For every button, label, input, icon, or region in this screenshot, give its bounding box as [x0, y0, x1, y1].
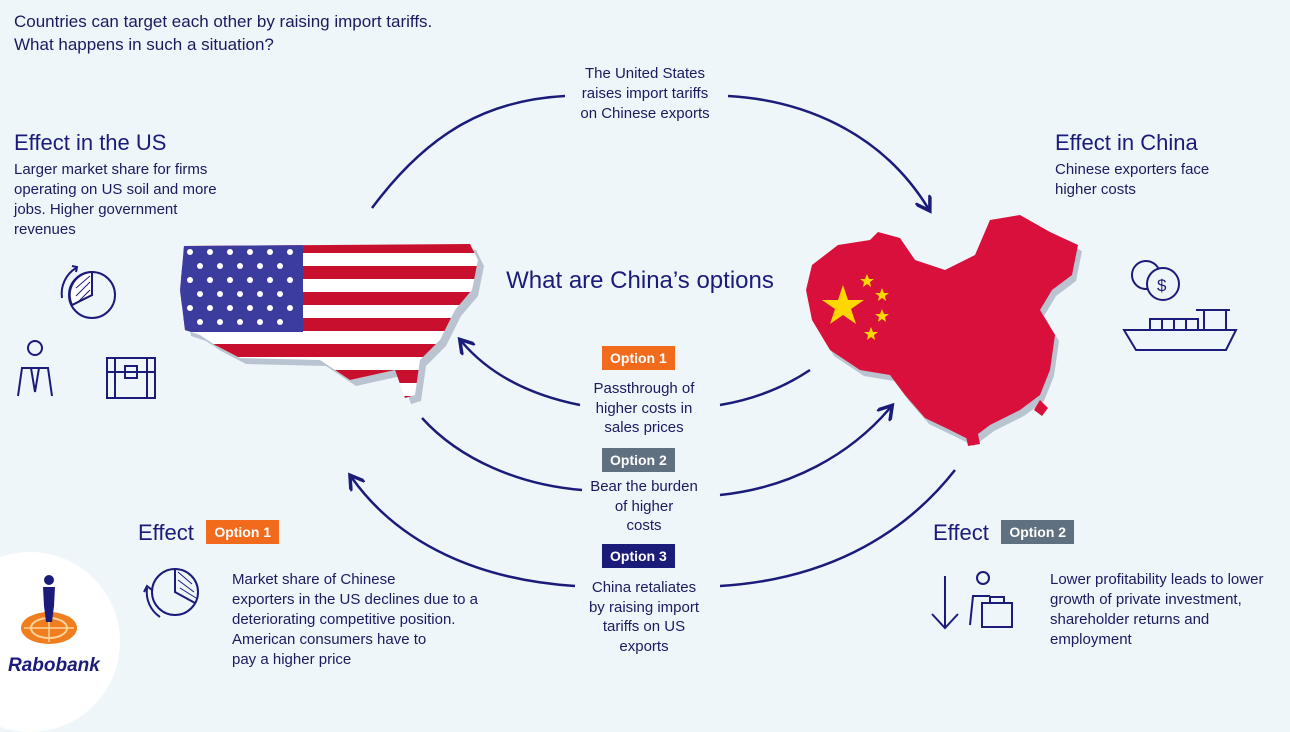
option3-text: China retaliates by raising import tarif…	[554, 578, 734, 656]
text-line: Lower profitability leads to lower	[1050, 571, 1264, 588]
option1-badge-wrap: Option 1	[602, 346, 675, 370]
option3-arrow	[719, 469, 956, 588]
text-line: sales prices	[604, 419, 684, 436]
us-effect-block: Effect in the US Larger market share for…	[14, 130, 217, 240]
intro-text: Countries can target each other by raisi…	[14, 10, 432, 56]
caption-line: raises import tariffs	[581, 85, 709, 102]
text-line: tariffs on US	[602, 618, 686, 635]
option1-arrow-end	[462, 342, 581, 407]
text-line: higher costs in	[595, 399, 693, 417]
rabobank-logo-text: Rabobank	[8, 655, 100, 676]
intro-line-2: What happens in such a situation?	[14, 35, 274, 54]
text-line: Bear the burden	[590, 478, 698, 495]
effect-option1-header: Effect Option 1	[138, 520, 280, 546]
text-line: exporters in the US declines due to a	[232, 591, 478, 608]
option2-arrow	[421, 417, 583, 492]
text-line: Market share of Chinese	[232, 571, 396, 588]
text-line: employment	[1050, 631, 1132, 648]
diagram-canvas: $	[17, 94, 1238, 630]
options-title: What are China’s options	[506, 267, 774, 294]
text-line: pay a higher price	[232, 651, 352, 668]
option2-badge: Option 2	[602, 448, 675, 472]
option3-badge: Option 3	[602, 544, 675, 568]
text-line: China retaliates	[591, 579, 697, 596]
text-line: of higher	[614, 497, 674, 515]
option1-text: Passthrough of higher costs in sales pri…	[554, 379, 734, 438]
text-line: by raising import	[588, 598, 700, 616]
text-line: exports	[619, 637, 669, 655]
top-arc-arrow	[370, 94, 566, 209]
text-line: American consumers have to	[232, 631, 427, 648]
text-line: revenues	[14, 221, 76, 238]
effect-label: Effect	[933, 520, 989, 545]
employee-icon	[17, 340, 53, 397]
china-stars	[822, 274, 889, 340]
effect-option2-text: Lower profitability leads to lower growt…	[1050, 570, 1263, 650]
caption-line: The United States	[584, 65, 706, 82]
china-flag-map	[806, 215, 1082, 446]
caption-line: on Chinese exports	[580, 105, 710, 122]
flag-stars	[187, 249, 293, 325]
china-effect-text: Chinese exporters face higher costs	[1055, 160, 1209, 200]
text-line: Larger market share for firms	[14, 161, 208, 178]
text-line: higher costs	[1055, 181, 1136, 198]
china-effect-block: Effect in China Chinese exporters face h…	[1055, 130, 1209, 200]
cargo-ship-icon	[1122, 309, 1238, 351]
us-raises-tariffs-caption: The United States raises import tariffs …	[540, 64, 750, 124]
text-line: operating on US soil and more	[14, 181, 217, 198]
text-line: costs	[626, 517, 662, 534]
option2-badge-wrap: Option 2	[602, 448, 675, 472]
effect-option2-header: Effect Option 2	[933, 520, 1075, 546]
top-arc-arrow-end	[727, 94, 928, 208]
text-line: growth of private investment,	[1050, 591, 1242, 608]
down-arrow-investor-icon	[931, 571, 1013, 630]
effect-option1-badge: Option 1	[206, 520, 280, 544]
svg-text:$: $	[1157, 276, 1167, 295]
effect-label: Effect	[138, 520, 194, 545]
option3-arrow-end	[352, 478, 576, 588]
text-line: shareholder returns and	[1050, 611, 1210, 628]
effect-option2-badge: Option 2	[1001, 520, 1075, 544]
option3-badge-wrap: Option 3	[602, 544, 675, 568]
option1-arrow	[719, 368, 811, 407]
china-effect-title: Effect in China	[1055, 130, 1198, 155]
us-flag-map	[180, 244, 484, 404]
shrinking-pie-icon	[143, 568, 199, 618]
us-effect-title: Effect in the US	[14, 130, 167, 155]
coins-dollar-icon: $	[1131, 260, 1180, 301]
us-effect-text: Larger market share for firms operating …	[14, 160, 217, 240]
text-line: jobs. Higher government	[14, 201, 178, 218]
rabobank-logo-icon	[21, 575, 77, 644]
option1-badge: Option 1	[602, 346, 675, 370]
text-line: Passthrough of	[593, 380, 695, 397]
intro-line-1: Countries can target each other by raisi…	[14, 12, 433, 31]
effect-option1-text: Market share of Chinese exporters in the…	[232, 570, 478, 670]
option2-arrow-end	[719, 408, 890, 497]
treasure-chest-icon	[106, 357, 156, 399]
text-line: Chinese exporters face	[1055, 161, 1210, 178]
option2-text: Bear the burden of higher costs	[554, 477, 734, 536]
text-line: deteriorating competitive position.	[232, 611, 456, 628]
pie-growth-icon	[60, 265, 116, 319]
